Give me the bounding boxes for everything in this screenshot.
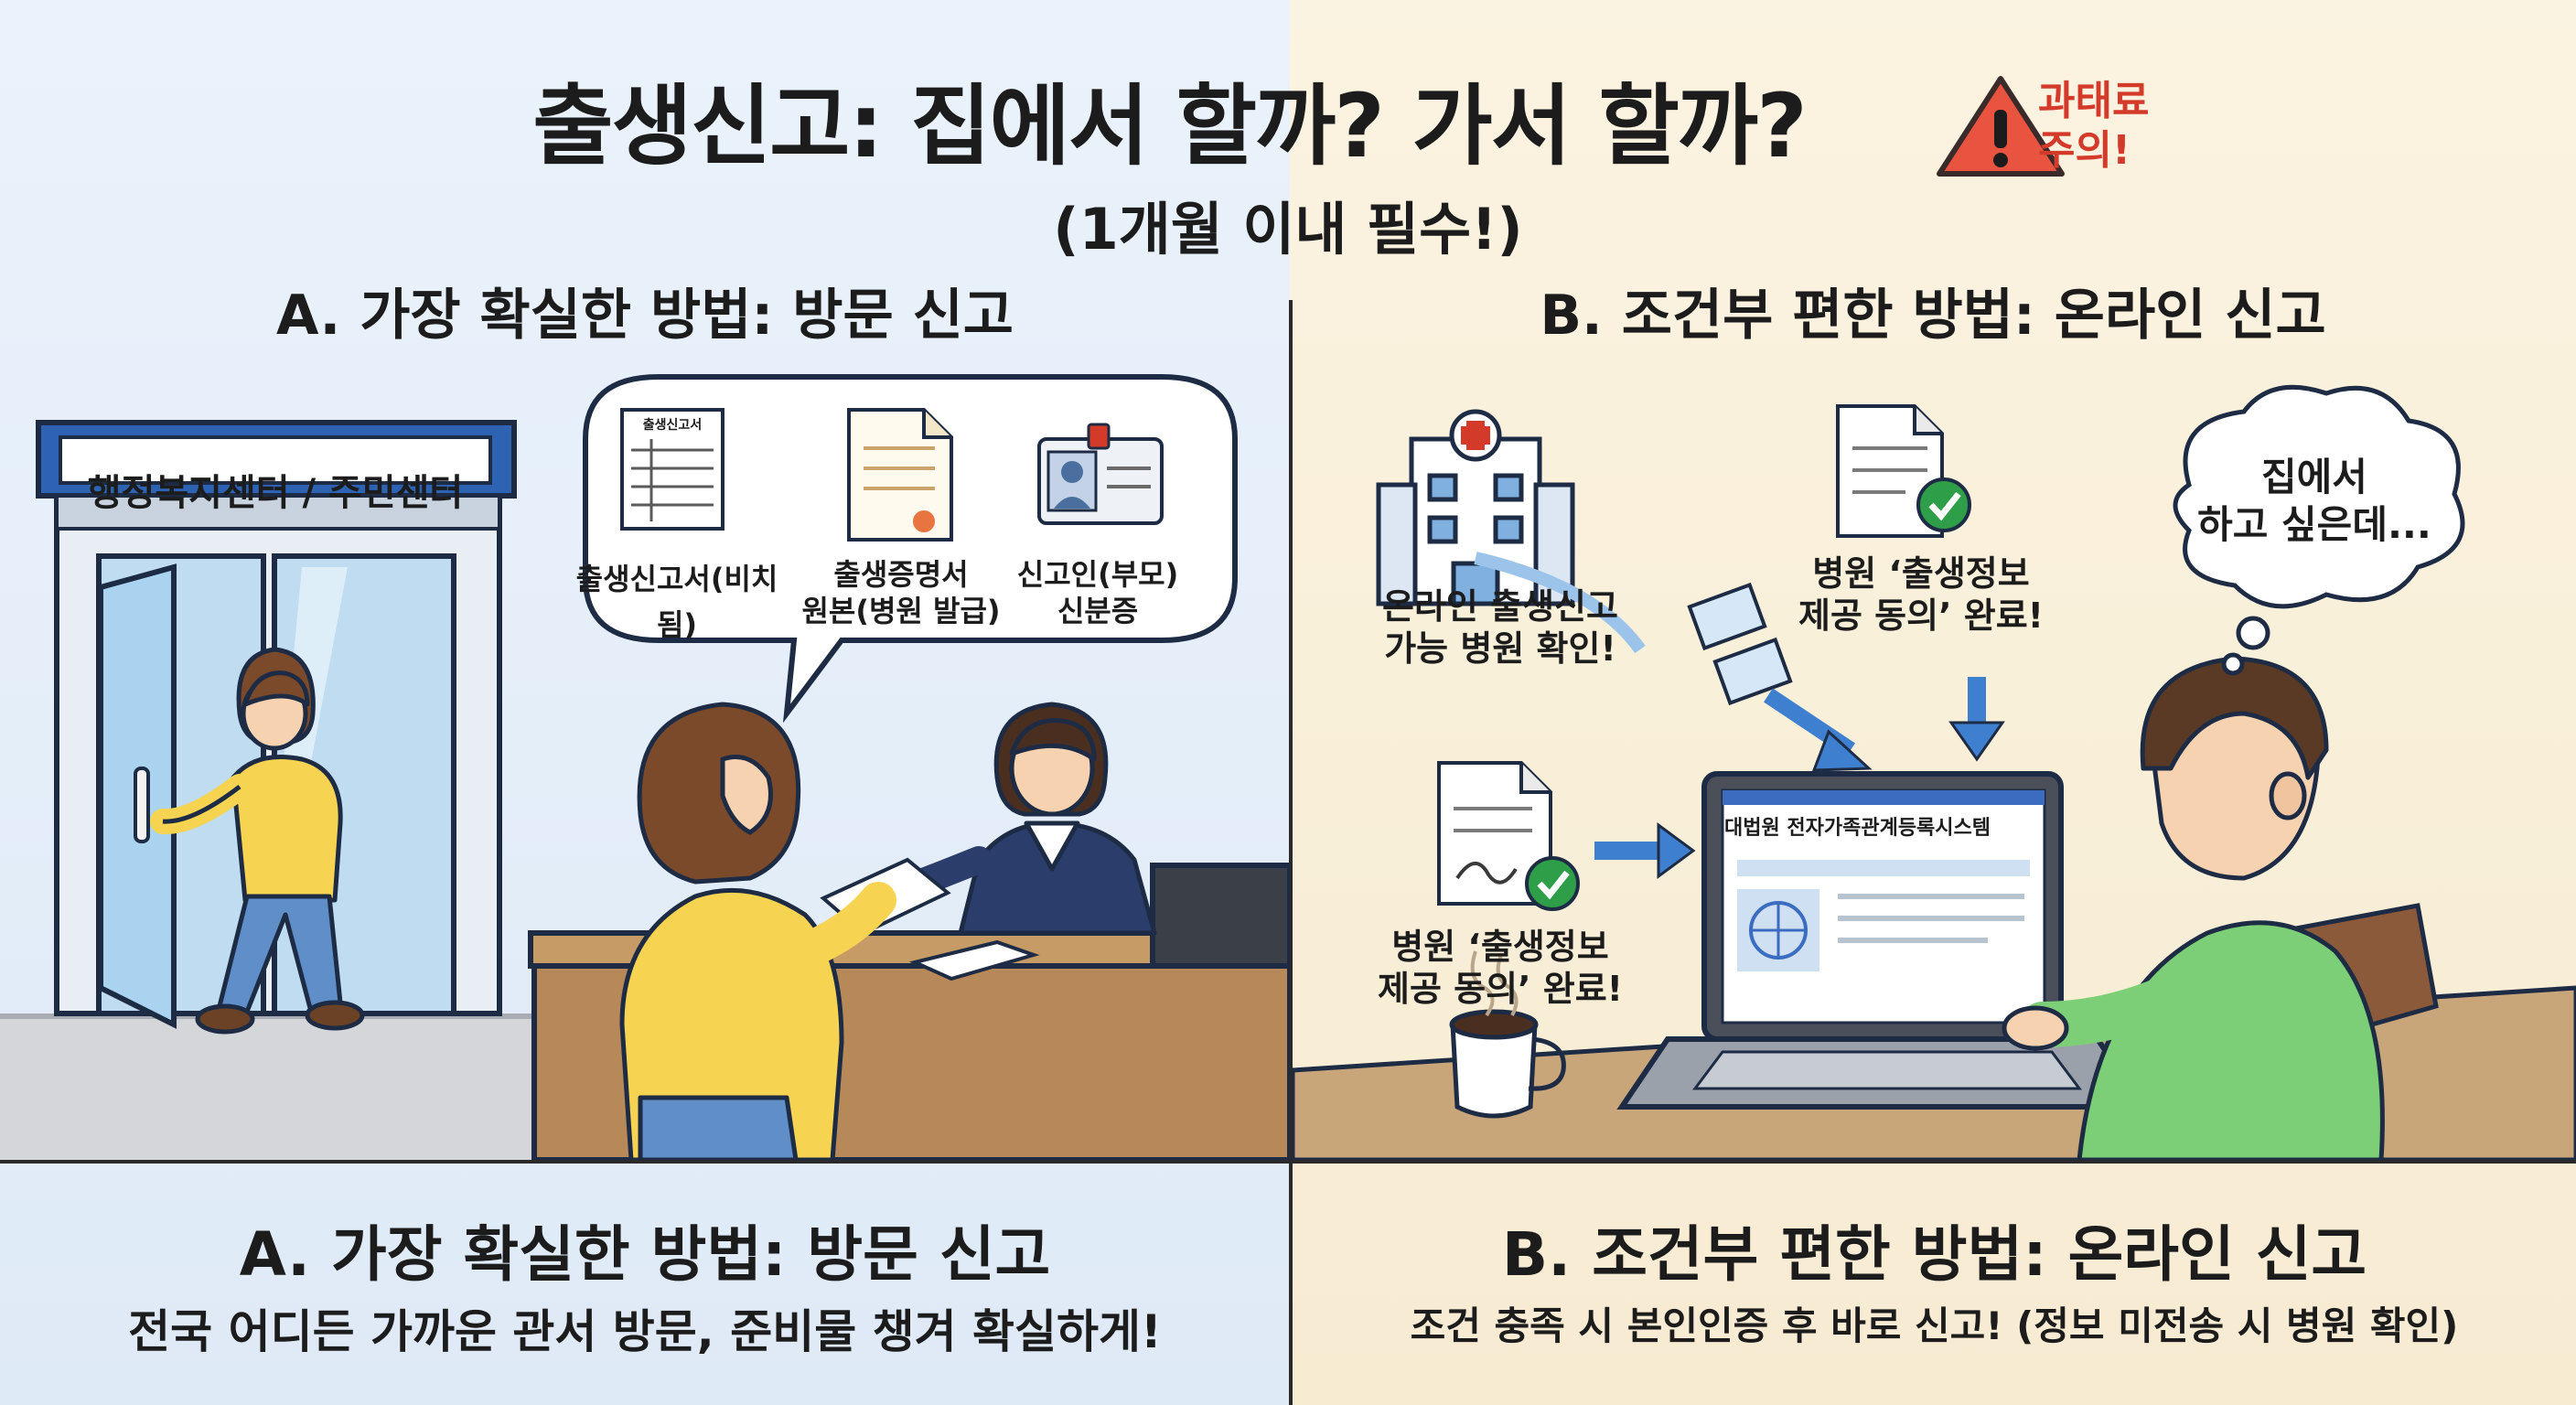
page-subtitle: (1개월 이내 필수!) <box>1053 196 1523 263</box>
left-bottom-heading: A. 가장 확실한 방법: 방문 신고 <box>239 1219 1051 1290</box>
bubble-item-certificate-label: 출생증명서 원본(병원 발급) <box>787 556 1015 629</box>
bubble-item-certificate-line2: 원본(병원 발급) <box>801 594 1001 628</box>
document-check-icon <box>1836 404 1971 538</box>
doc-left-label: 병원 ‘출생정보 제공 동의’ 완료! <box>1363 926 1637 1010</box>
online-report-illustration <box>1293 384 2576 1160</box>
bubble-item-form-label: 출생신고서(비치됨) <box>575 562 778 642</box>
warning-triangle-icon <box>1937 76 2065 177</box>
doc-left-label-line2: 제공 동의’ 완료! <box>1378 969 1623 1009</box>
hospital-label-line1: 온라인 출생신고 <box>1382 586 1618 627</box>
bubble-item-id-line1: 신고인(부모) <box>1016 557 1179 592</box>
certificate-document-icon <box>847 408 953 542</box>
left-section-heading: A. 가장 확실한 방법: 방문 신고 <box>276 284 1014 348</box>
warning-line1: 과태료 <box>2038 78 2150 124</box>
panel-divider-horizontal <box>0 1160 2576 1164</box>
hospital-label-line2: 가능 병원 확인! <box>1384 628 1616 669</box>
thought-text-line2: 하고 싶은데... <box>2197 502 2431 547</box>
thought-text-line1: 집에서 <box>2261 455 2367 499</box>
bubble-item-certificate-line1: 출생증명서 <box>833 557 969 592</box>
left-bottom-text: 전국 어디든 가까운 관서 방문, 준비물 챙겨 확실하게! <box>128 1305 1162 1358</box>
id-card-icon <box>1037 423 1164 525</box>
doc-top-label-line1: 병원 ‘출생정보 <box>1812 553 2030 594</box>
bubble-item-id-label: 신고인(부모) 신분증 <box>1006 556 1189 629</box>
laptop <box>1616 771 2149 1110</box>
thought-bubble <box>2173 384 2465 676</box>
doc-top-label: 병원 ‘출생정보 제공 동의’ 완료! <box>1766 552 2077 637</box>
office-clerk <box>896 702 1157 936</box>
right-bottom-text: 조건 충족 시 본인인증 후 바로 신고! (정보 미전송 시 병원 확인) <box>1410 1303 2459 1348</box>
visit-office-illustration <box>0 374 1290 1160</box>
walking-woman <box>150 647 365 1035</box>
customer-woman <box>619 702 896 1160</box>
warning-label: 과태료 주의! <box>2038 77 2175 176</box>
right-bottom-heading: B. 조건부 편한 방법: 온라인 신고 <box>1501 1219 2367 1290</box>
warning-line2: 주의! <box>2038 127 2131 174</box>
right-panel-background <box>1290 0 2576 1405</box>
signed-document-check-icon <box>1437 761 1580 911</box>
panel-divider-vertical <box>1289 300 1293 1405</box>
hospital-label: 온라인 출생신고 가능 병원 확인! <box>1363 585 1637 670</box>
office-sign-text: 행정복지센터 / 주민센터 <box>87 472 464 514</box>
thought-text: 집에서 하고 싶은데... <box>2195 454 2433 549</box>
man-at-laptop <box>2002 656 2385 1160</box>
right-section-heading: B. 조건부 편한 방법: 온라인 신고 <box>1540 284 2326 348</box>
laptop-screen-title: 대법원 전자가족관계등록시스템 <box>1724 817 1991 840</box>
doc-top-label-line2: 제공 동의’ 완료! <box>1798 595 2044 636</box>
form-document-icon <box>620 408 724 531</box>
doc-left-label-line1: 병원 ‘출생정보 <box>1391 927 1609 967</box>
bubble-item-id-line2: 신분증 <box>1057 594 1139 628</box>
coffee-cup <box>1449 950 1566 1119</box>
page-title: 출생신고: 집에서 할까? 가서 할까? <box>532 75 1808 177</box>
envelope-icon <box>1687 582 1793 706</box>
form-header-text: 출생신고서 <box>642 418 703 433</box>
